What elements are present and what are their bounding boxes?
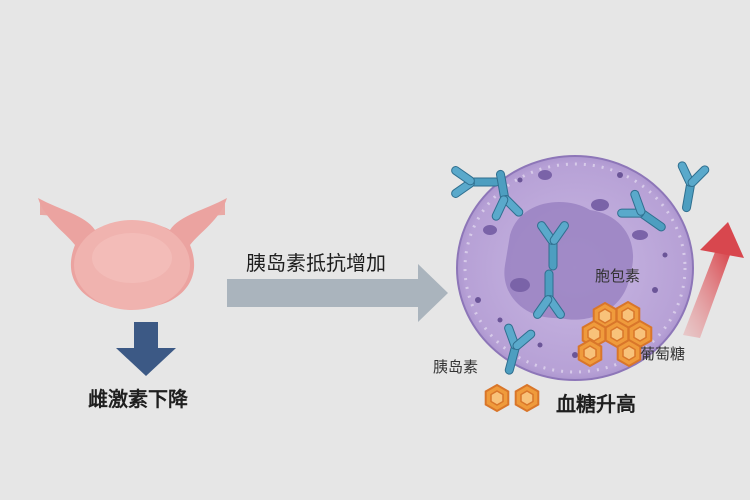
down-arrow-icon bbox=[116, 322, 176, 376]
blood-sugar-label: 血糖升高 bbox=[556, 392, 636, 416]
process-arrow-icon bbox=[227, 264, 448, 322]
rise-arrow-icon bbox=[683, 222, 744, 338]
uterus-illustration bbox=[38, 198, 227, 310]
glucose-label: 葡萄糖 bbox=[640, 345, 686, 363]
estrogen-label: 雌激素下降 bbox=[88, 387, 188, 411]
glucose-pair-icon bbox=[484, 384, 540, 412]
vesicle-label: 胞包素 bbox=[595, 267, 641, 285]
insulin-label: 胰岛素 bbox=[433, 358, 479, 376]
insulin-resistance-label: 胰岛素抵抗增加 bbox=[246, 251, 386, 275]
